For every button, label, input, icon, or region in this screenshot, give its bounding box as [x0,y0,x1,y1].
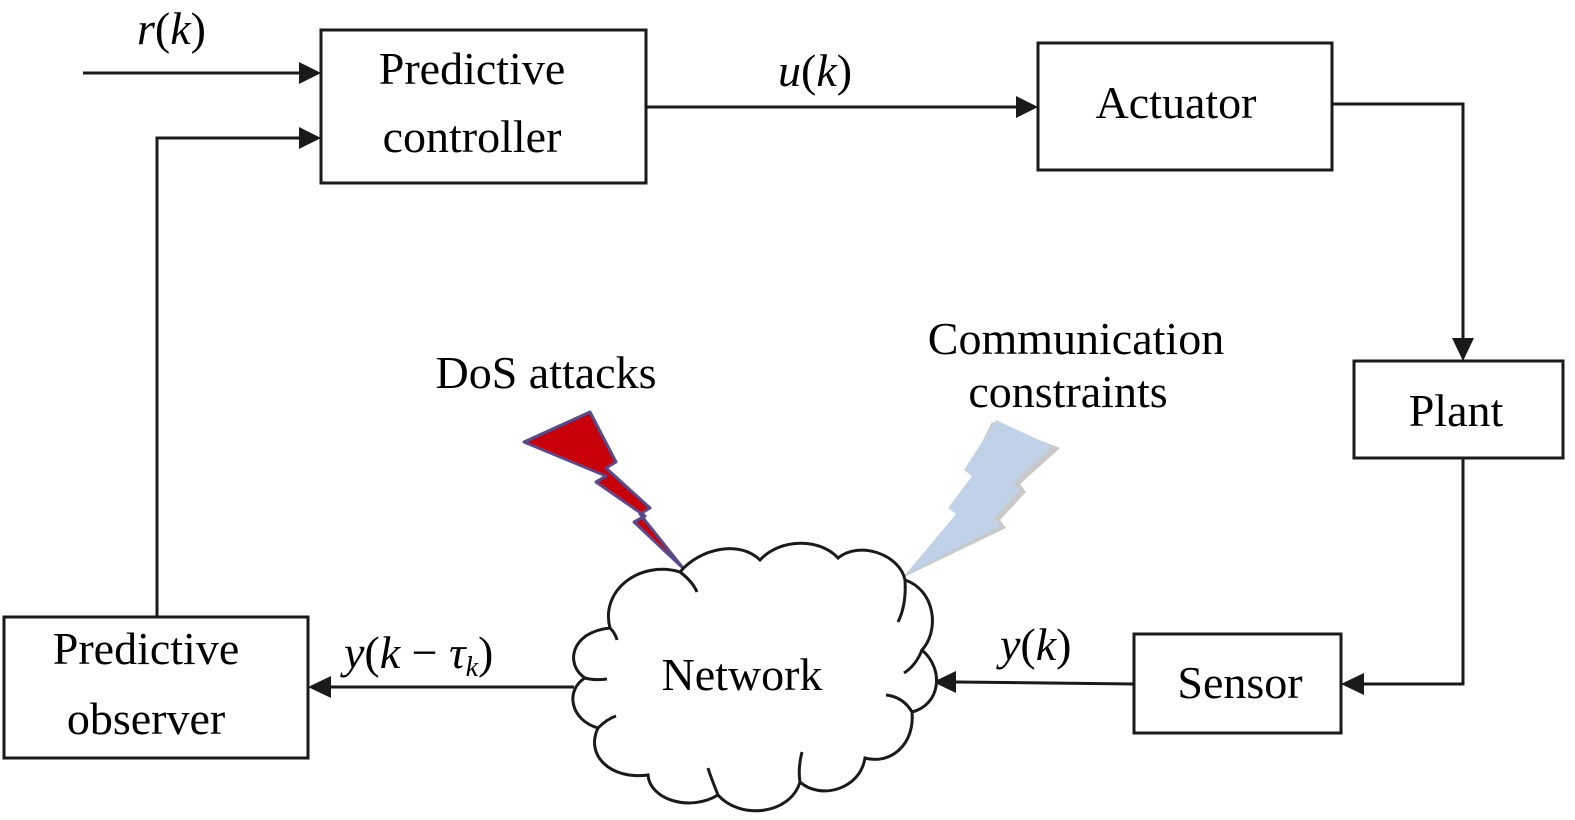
actuator-to-plant-arrowhead [1452,338,1474,361]
observer-to-controller-arrowhead [299,127,321,149]
network-to-observer-arrowhead [308,676,331,698]
network-label: Network [662,649,823,700]
comm-constraints-label-line2: constraints [968,366,1167,417]
network-cloud [571,541,938,813]
predictive-controller-block: Predictive controller [319,28,648,185]
output-signal-label: y(k) [996,619,1072,670]
actuator-to-plant-wire [1332,102,1465,340]
plant-label: Plant [1409,385,1504,436]
dos-attacks-label: DoS attacks [435,347,656,398]
sensor-to-network-arrowhead [933,671,956,693]
actuator-block: Actuator [1036,41,1334,172]
comm-lightning-icon [902,420,1060,578]
sensor-block: Sensor [1132,632,1343,735]
comm-constraints-label-line1: Communication [928,313,1224,364]
predictive-controller-label-line2: controller [383,111,562,162]
sensor-label: Sensor [1177,657,1302,708]
actuator-label: Actuator [1096,77,1257,128]
reference-arrowhead [299,62,321,84]
sensor-to-network-wire [955,680,1135,686]
observer-to-controller-wire [155,136,300,617]
plant-to-sensor-wire [1362,458,1465,686]
delayed-output-signal-label: y(k − τk) [340,627,493,683]
control-signal-label: u(k) [778,45,852,96]
predictive-observer-label-line1: Predictive [53,623,240,674]
dos-lightning-icon [522,410,685,570]
controller-to-actuator-arrowhead [1016,96,1038,118]
plant-block: Plant [1352,359,1565,460]
reference-signal-label: r(k) [137,3,206,54]
predictive-observer-block: Predictive observer [2,615,310,760]
plant-to-sensor-arrowhead [1341,673,1364,695]
predictive-observer-label-line2: observer [67,693,225,744]
predictive-controller-label-line1: Predictive [379,43,566,94]
